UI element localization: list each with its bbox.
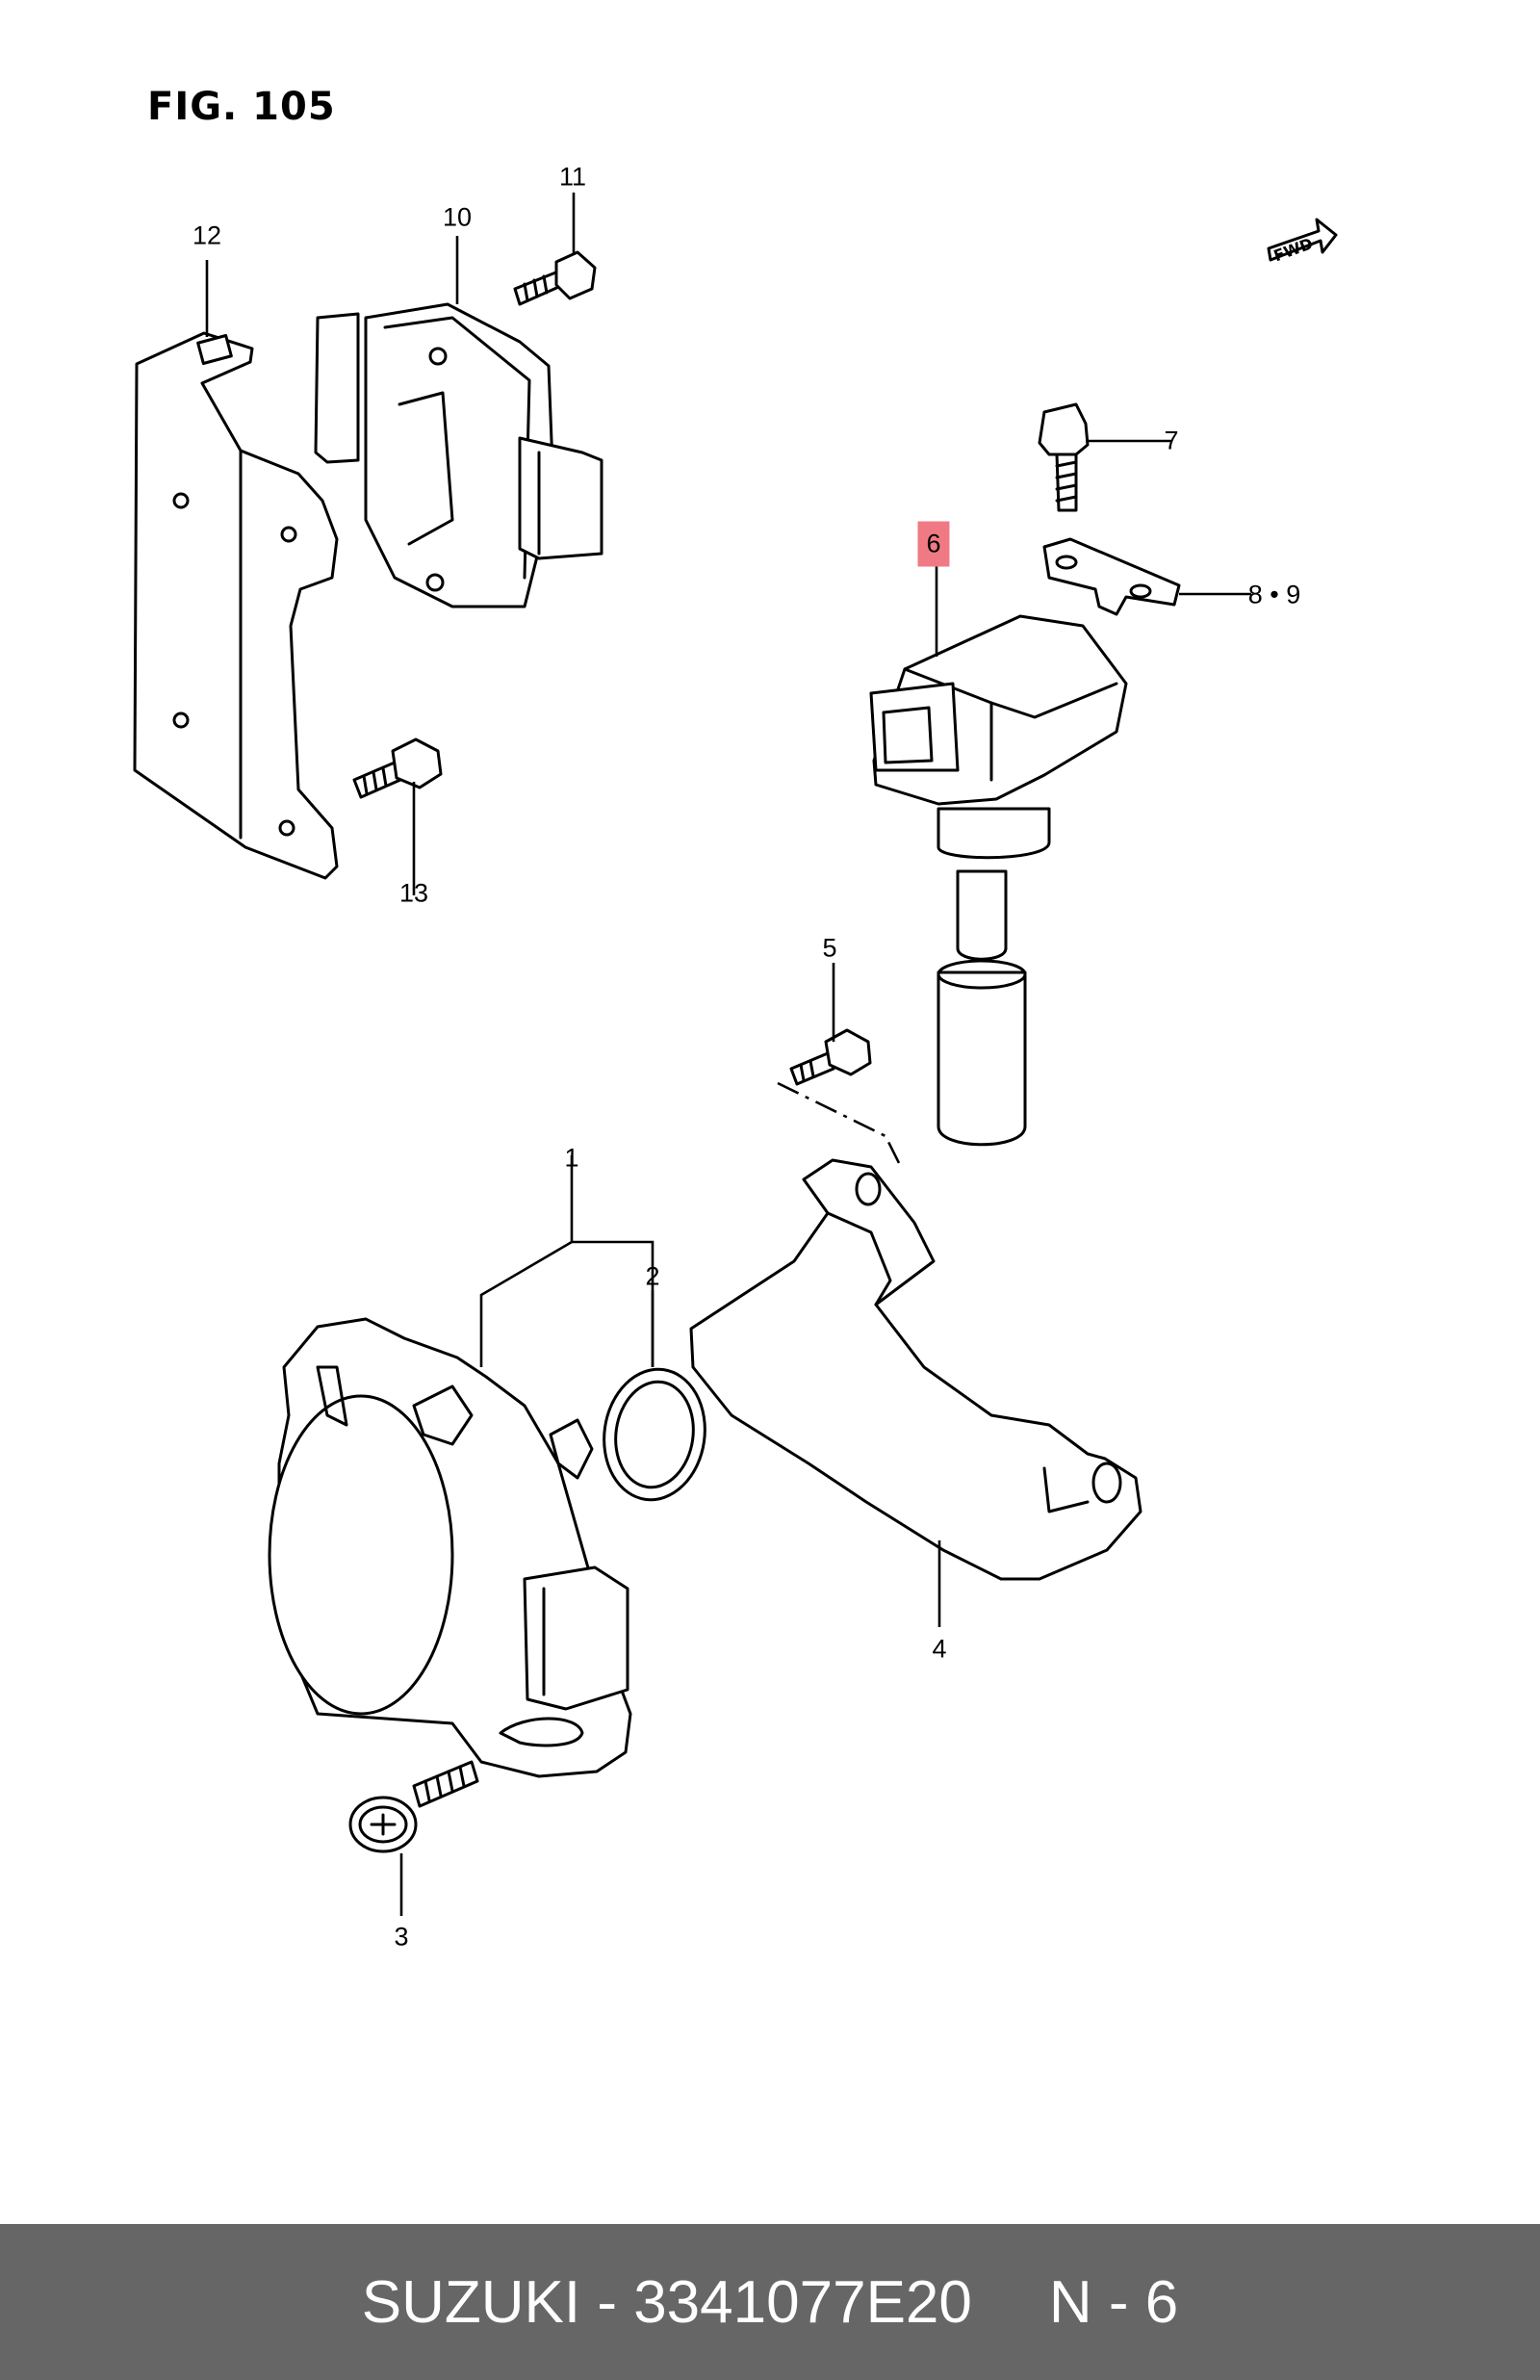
part-1-sensor — [268, 1317, 632, 1778]
callout-11: 11 — [558, 162, 587, 192]
part-11-bolt — [513, 250, 597, 306]
part-12-bracket — [133, 331, 339, 880]
part-5-bolt — [789, 1028, 872, 1086]
callout-7: 7 — [1164, 426, 1179, 455]
part-8-9-plate — [1042, 537, 1181, 616]
exploded-view-drawing: FWD — [133, 193, 1338, 1916]
part-13-bolt — [352, 737, 443, 799]
part-10-module — [314, 302, 603, 608]
callout-12: 12 — [192, 220, 222, 250]
fwd-arrow-icon: FWD — [1267, 218, 1338, 265]
part-3-screw — [348, 1760, 479, 1853]
footer-part-number: SUZUKI - 3341077E20 — [361, 2268, 972, 2336]
part-4-bracket — [689, 1158, 1142, 1581]
callout-4: 4 — [932, 1634, 947, 1664]
callout-3: 3 — [394, 1922, 409, 1952]
footer-page-ref: N - 6 — [1048, 2268, 1179, 2336]
parts-diagram: FIG. 105 FWD — [133, 85, 1338, 1952]
leader-lines — [205, 193, 1251, 1916]
part-6-ignition-coil — [869, 614, 1128, 1147]
callout-2: 2 — [645, 1261, 660, 1291]
callout-8-9: 8 • 9 — [1247, 580, 1301, 609]
footer-bar: SUZUKI - 3341077E20 N - 6 — [0, 2224, 1540, 2380]
figure-title: FIG. 105 — [147, 85, 336, 129]
callout-5: 5 — [822, 933, 837, 963]
callout-6-highlighted: 6 — [917, 521, 950, 567]
callout-13: 13 — [398, 878, 429, 908]
callout-1: 1 — [564, 1143, 579, 1173]
part-7-bolt — [1038, 402, 1090, 512]
callout-10: 10 — [442, 202, 473, 232]
part-2-o-ring — [603, 1367, 706, 1502]
